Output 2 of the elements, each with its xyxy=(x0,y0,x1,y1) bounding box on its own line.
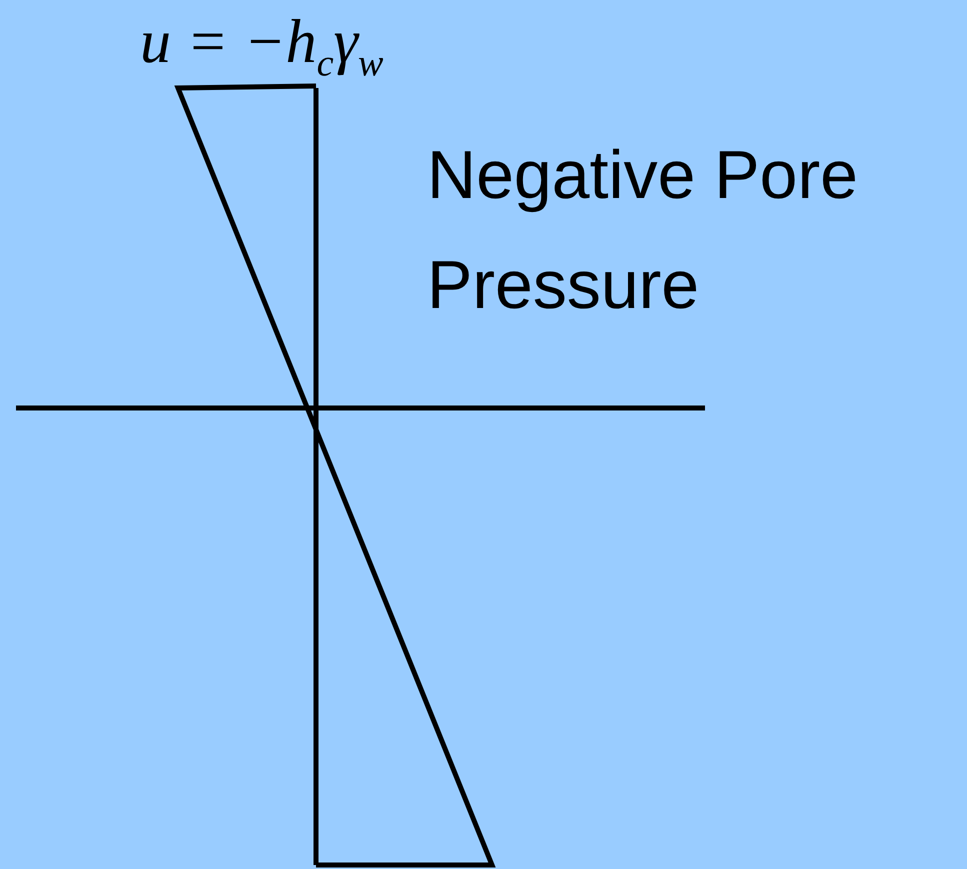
diagram-title-text: Negative Pore Pressure xyxy=(427,136,859,325)
pore-pressure-formula: u = −h$_{c}$γ$_{w}$ xyxy=(140,7,384,86)
